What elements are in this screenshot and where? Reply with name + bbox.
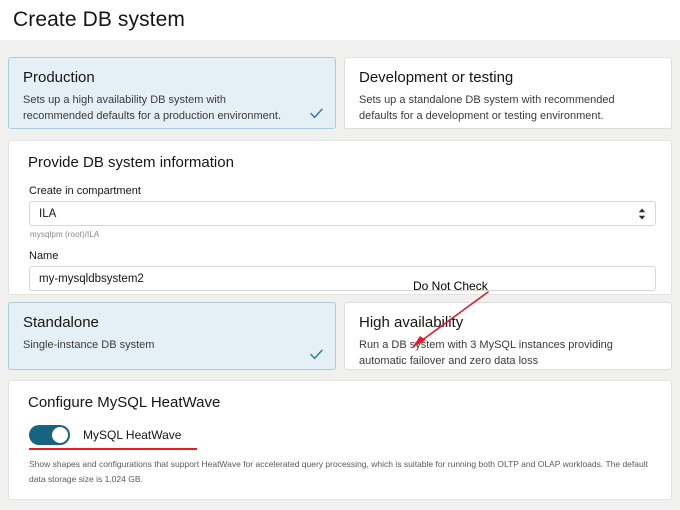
db-system-information-panel: Provide DB system information Create in … (8, 140, 672, 295)
page-title: Create DB system (13, 8, 185, 31)
topology-card-standalone-description: Single-instance DB system (23, 339, 155, 352)
check-icon (309, 347, 324, 362)
chevron-up-down-icon[interactable] (637, 207, 647, 221)
heatwave-section-title: Configure MySQL HeatWave (28, 394, 221, 411)
compartment-value: ILA (39, 207, 57, 220)
heatwave-toggle-row: MySQL HeatWave (29, 425, 657, 450)
compartment-select[interactable]: ILA (29, 201, 656, 226)
topology-card-row: Standalone Single-instance DB system Hig… (8, 302, 672, 370)
topology-card-high-availability[interactable]: High availability Run a DB system with 3… (344, 302, 672, 370)
topology-card-standalone-title: Standalone (23, 314, 99, 331)
annotation-underline (29, 448, 197, 450)
compartment-field-group: Create in compartment ILA mysqlpm (root)… (23, 185, 657, 239)
environment-card-development-or-testing-description: Sets up a standalone DB system with reco… (359, 94, 615, 122)
compartment-helper-text: mysqlpm (root)/ILA (30, 230, 100, 239)
annotation-label: Do Not Check (413, 279, 488, 293)
form-canvas: Production Sets up a high availability D… (0, 40, 680, 510)
heatwave-description: Show shapes and configurations that supp… (29, 459, 648, 484)
topology-card-standalone[interactable]: Standalone Single-instance DB system (8, 302, 336, 370)
environment-card-production-description: Sets up a high availability DB system wi… (23, 94, 282, 122)
heatwave-toggle-knob (52, 427, 68, 443)
environment-card-development-or-testing[interactable]: Development or testing Sets up a standal… (344, 57, 672, 129)
db-system-information-title: Provide DB system information (28, 154, 234, 171)
name-input[interactable]: my-mysqldbsystem2 (29, 266, 656, 291)
environment-card-development-or-testing-title: Development or testing (359, 69, 514, 86)
topology-card-high-availability-description: Run a DB system with 3 MySQL instances p… (359, 339, 613, 367)
heatwave-toggle-label: MySQL HeatWave (83, 428, 182, 442)
compartment-label: Create in compartment (29, 185, 141, 197)
environment-card-row: Production Sets up a high availability D… (8, 57, 672, 129)
environment-card-production[interactable]: Production Sets up a high availability D… (8, 57, 336, 129)
heatwave-panel: Configure MySQL HeatWave MySQL HeatWave … (8, 380, 672, 500)
name-field-group: Name my-mysqldbsystem2 (23, 250, 657, 291)
heatwave-toggle[interactable] (29, 425, 70, 445)
environment-card-production-title: Production (23, 69, 95, 86)
name-input-value: my-mysqldbsystem2 (39, 272, 144, 285)
check-icon (309, 106, 324, 121)
page-header: Create DB system (0, 0, 680, 40)
name-label: Name (29, 250, 59, 262)
topology-card-high-availability-title: High availability (359, 314, 464, 331)
